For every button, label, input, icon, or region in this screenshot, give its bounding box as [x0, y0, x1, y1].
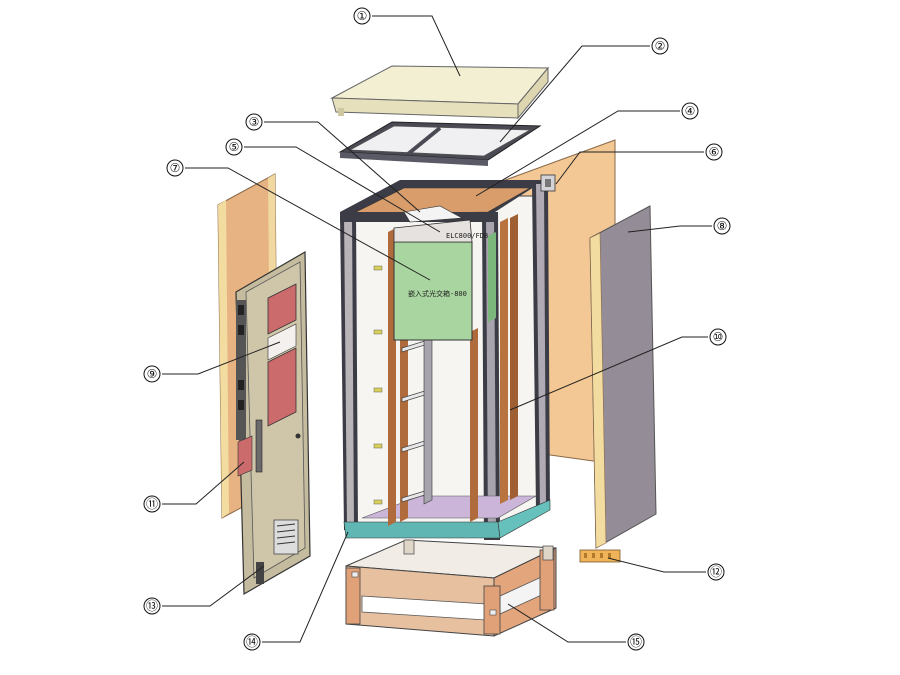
- callout-10: ⑩: [709, 328, 727, 346]
- callout-15: ⑮: [627, 633, 645, 651]
- callout-5: ⑤: [225, 138, 243, 156]
- svg-text:⑧: ⑧: [717, 219, 728, 233]
- front-door: [235, 250, 311, 596]
- callout-6: ⑥: [705, 143, 723, 161]
- terminal-strip: [579, 549, 621, 563]
- callout-1: ①: [353, 7, 371, 25]
- callout-11: ⑪: [143, 495, 161, 513]
- svg-text:①: ①: [357, 9, 368, 23]
- cabinet-frame: 嵌入式光交箱-800 ELC800/FDB: [340, 180, 551, 540]
- svg-text:⑮: ⑮: [630, 635, 642, 649]
- base-frame: [345, 539, 557, 637]
- svg-text:⑩: ⑩: [713, 330, 724, 344]
- svg-text:③: ③: [249, 115, 260, 129]
- callout-12: ⑫: [707, 563, 725, 581]
- svg-text:⑦: ⑦: [170, 161, 181, 175]
- mounting-plate-label: 嵌入式光交箱-800: [408, 289, 467, 298]
- nameplate-label: ELC800/FDB: [446, 232, 488, 240]
- top-cover: [330, 65, 550, 120]
- callout-9: ⑨: [143, 365, 161, 383]
- svg-text:⑤: ⑤: [229, 140, 240, 154]
- callout-2: ②: [651, 37, 669, 55]
- callout-4: ④: [681, 102, 699, 120]
- leader-lines: [162, 15, 712, 643]
- callout-14: ⑭: [243, 633, 261, 651]
- top-frame: [338, 121, 542, 166]
- callout-7: ⑦: [166, 159, 184, 177]
- svg-text:⑬: ⑬: [146, 599, 158, 613]
- svg-text:②: ②: [655, 39, 666, 53]
- svg-text:⑪: ⑪: [146, 497, 158, 511]
- svg-text:⑨: ⑨: [147, 367, 158, 381]
- callout-13: ⑬: [143, 597, 161, 615]
- right-side-panel: [589, 205, 657, 549]
- top-bracket: [540, 174, 556, 192]
- svg-text:⑫: ⑫: [710, 565, 722, 579]
- svg-text:⑭: ⑭: [246, 635, 258, 649]
- svg-text:⑥: ⑥: [709, 145, 720, 159]
- callout-8: ⑧: [713, 217, 731, 235]
- callout-3: ③: [245, 113, 263, 131]
- svg-text:④: ④: [685, 104, 696, 118]
- callouts: ① ② ③ ④ ⑤ ⑥ ⑦ ⑧: [143, 7, 731, 651]
